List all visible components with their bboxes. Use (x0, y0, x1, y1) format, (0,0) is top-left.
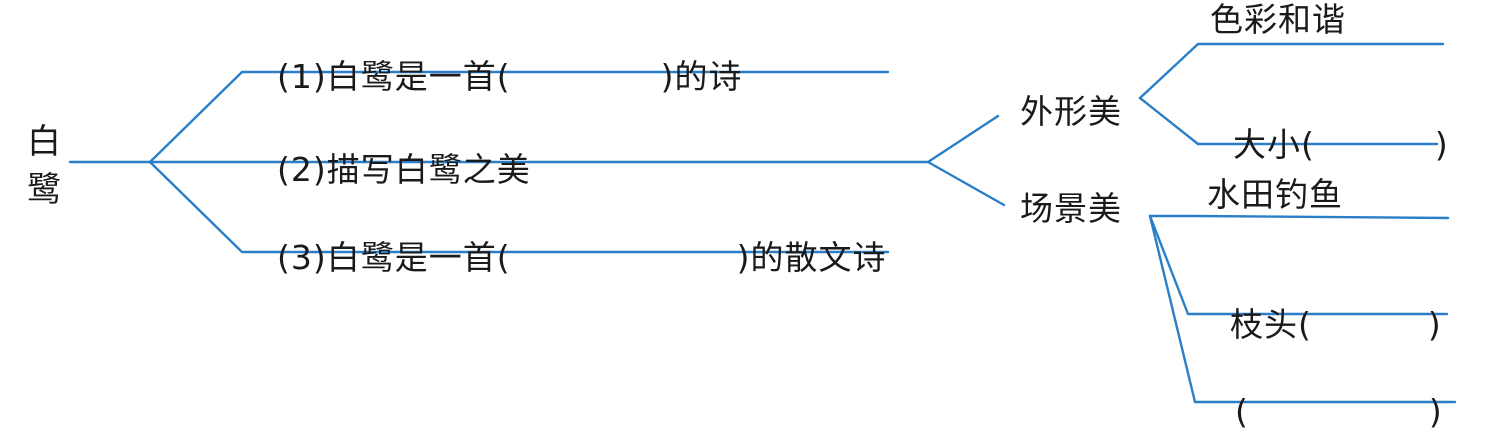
scene-item-2-line (1148, 214, 1449, 316)
scene-item-3-text-before: ( (1234, 392, 1249, 431)
branch-1-label: (1)白鹭是一首( )的诗 (254, 27, 742, 93)
branch-3-text-after: )的散文诗 (736, 238, 887, 277)
branch-3-line (148, 160, 890, 254)
branch-3-number: (3) (276, 238, 327, 277)
scene-item-3-label: () (1212, 362, 1443, 428)
outer-item-2-text-before: 大小( (1232, 125, 1315, 164)
root-char-1: 白 (27, 122, 61, 162)
outer-item-1-label: 色彩和谐 (1210, 0, 1346, 39)
branch-2-text: 描写白鹭之美 (326, 150, 531, 189)
scene-item-1-label: 水田钓鱼 (1207, 175, 1343, 214)
scene-item-2-label: 枝头() (1207, 275, 1442, 341)
fork-outer-beauty-line (926, 114, 1000, 164)
branch-1-number: (1) (276, 57, 327, 96)
outer-item-1-line (1138, 42, 1445, 100)
outer-item-2-line (1138, 96, 1439, 146)
scene-item-2-text-after: ) (1427, 305, 1442, 344)
fork-scene-beauty-line (926, 160, 1006, 207)
outer-beauty-node: 外形美 (1020, 92, 1122, 131)
root-char-2: 鹭 (27, 170, 61, 210)
outer-item-2-text-after: ) (1434, 125, 1449, 164)
branch-2-number: (2) (276, 150, 327, 189)
root-node: 白 鹭 (26, 118, 62, 214)
scene-item-3-line (1148, 214, 1457, 404)
branch-3-label: (3)白鹭是一首( )的散文诗 (254, 208, 886, 274)
branch-2-label: (2)描写白鹭之美 (254, 120, 531, 186)
scene-item-2-text-before: 枝头( (1229, 305, 1312, 344)
branch-1-text-after: )的诗 (660, 57, 743, 96)
branch-1-line (148, 70, 890, 164)
scene-item-1-line (1148, 214, 1450, 220)
scene-beauty-node: 场景美 (1020, 189, 1122, 228)
branch-3-text-before: 白鹭是一首( (326, 238, 511, 277)
mind-map-lines (68, 42, 1457, 404)
branch-1-text-before: 白鹭是一首( (326, 57, 511, 96)
outer-item-2-label: 大小() (1210, 95, 1449, 161)
scene-item-3-text-after: ) (1428, 392, 1443, 431)
